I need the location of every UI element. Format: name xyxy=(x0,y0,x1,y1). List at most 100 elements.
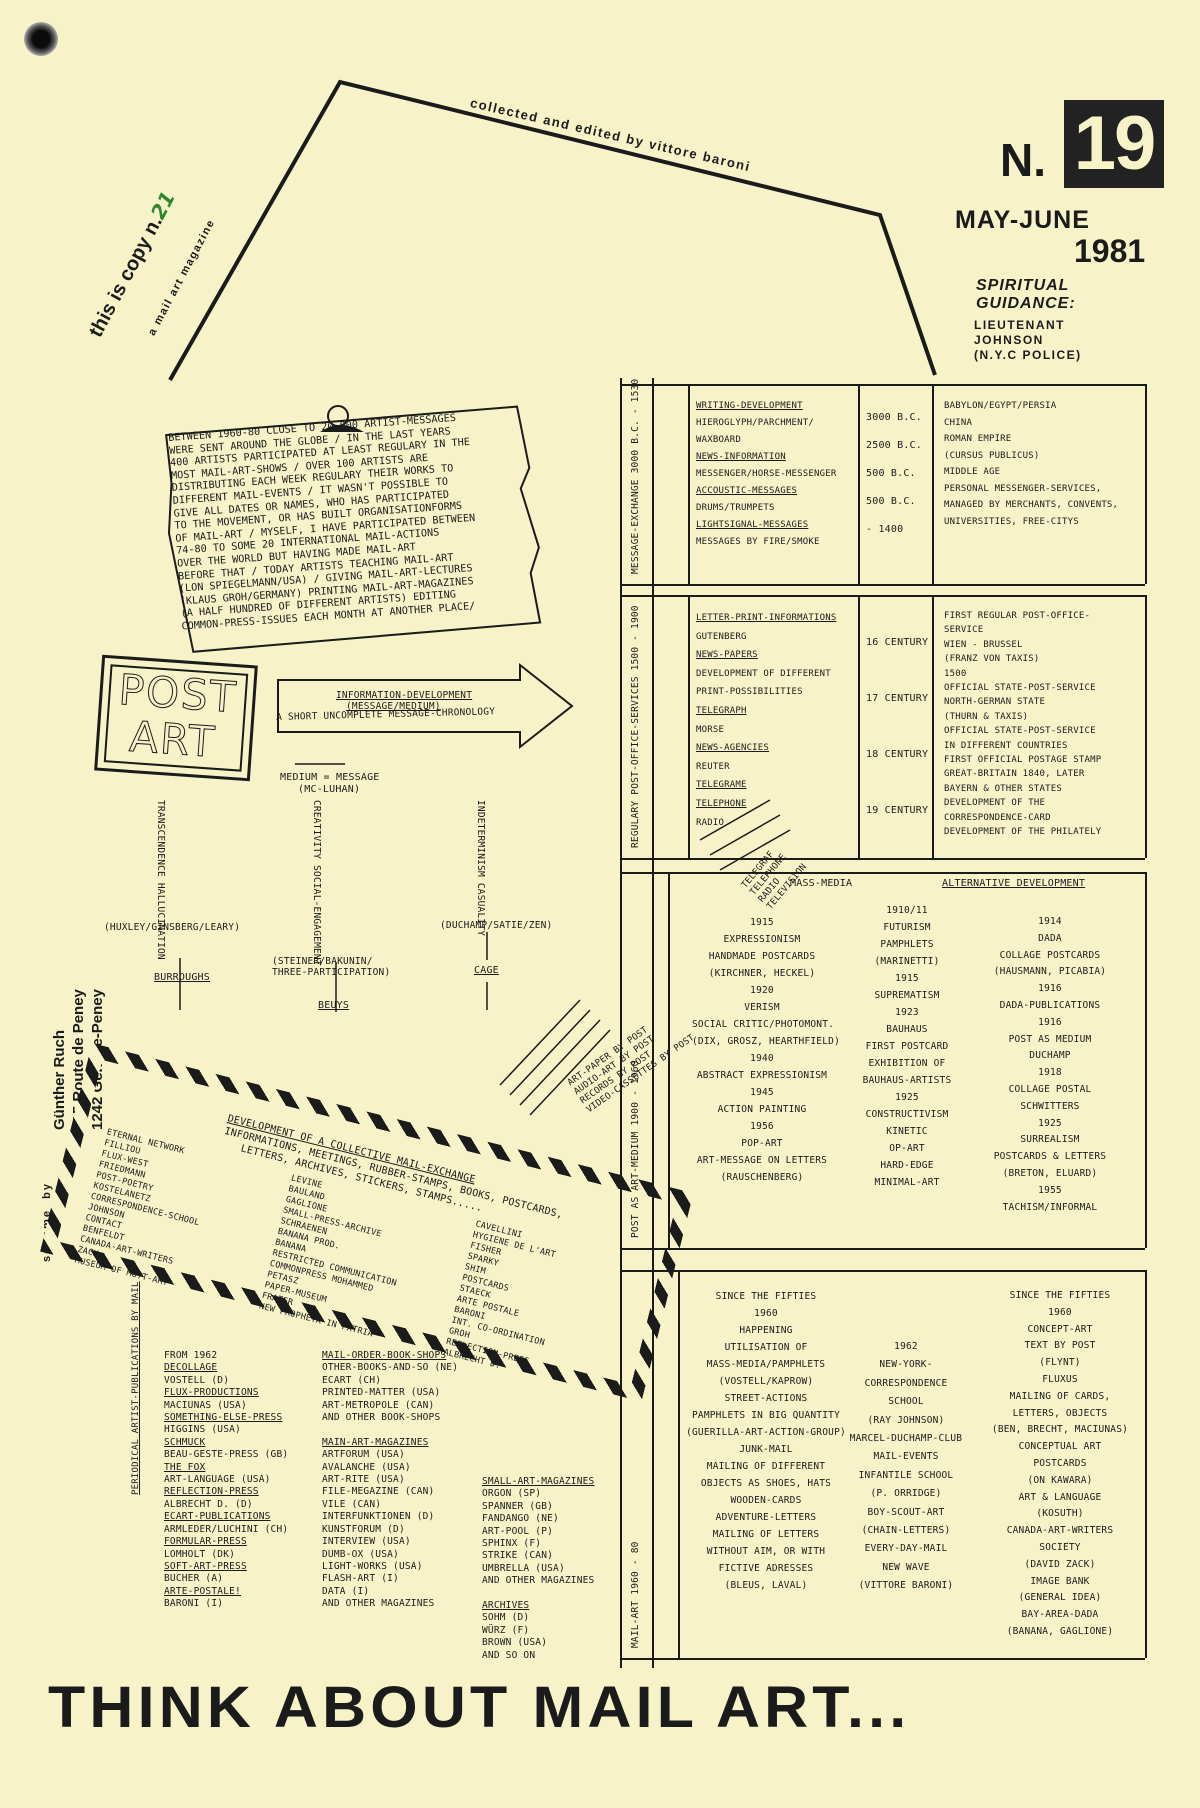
list-item: DUCHAMP xyxy=(1029,1050,1071,1062)
list-item: (FRANZ VON TAXIS) xyxy=(944,654,1040,665)
guide-line-3: (N.Y.C POLICE) xyxy=(974,348,1082,362)
list-item: BAUHAUS xyxy=(886,1024,928,1035)
list-item: 1960 xyxy=(1048,1306,1072,1318)
list-item: POSTCARDS & LETTERS xyxy=(993,1151,1107,1163)
list-item: OBJECTS AS SHOES, HATS xyxy=(700,1478,832,1489)
list-item: 3000 B.C. xyxy=(866,412,922,423)
col-rule xyxy=(678,1270,680,1658)
col-rule xyxy=(688,595,690,858)
list-item: REUTER xyxy=(696,761,730,772)
list-item: AND OTHER BOOK-SHOPS xyxy=(322,1412,441,1424)
list-item: ARCHIVES xyxy=(482,1600,530,1612)
list-item: HAPPENING xyxy=(739,1325,793,1336)
list-item: UMBRELLA (USA) xyxy=(482,1562,565,1574)
list-item: PRINT-POSSIBILITIES xyxy=(696,687,803,698)
list-item: GREAT-BRITAIN 1840, LATER xyxy=(944,769,1085,780)
list-item: POSTCARDS xyxy=(1033,1457,1087,1469)
list-item: 1915 xyxy=(750,917,774,928)
list-item: NORTH-GERMAN STATE xyxy=(944,697,1046,708)
list-item: CANADA-ART-WRITERS xyxy=(1006,1525,1114,1537)
list-item: BROWN (USA) xyxy=(482,1637,548,1649)
list-item: ACTION PAINTING xyxy=(717,1104,807,1115)
list-item: AVALANCHE (USA) xyxy=(322,1461,411,1473)
branch-1-names: (HUXLEY/GINSBERG/LEARY) xyxy=(104,922,241,933)
list-item: FIRST OFFICIAL POSTAGE STAMP xyxy=(944,755,1102,766)
list-item: MAILING OF CARDS, xyxy=(1009,1390,1111,1402)
list-item: NEW WAVE xyxy=(882,1561,930,1573)
list-item: (FLYNT) xyxy=(1039,1357,1081,1369)
list-item: 1920 xyxy=(750,985,774,996)
arrow-top-label: INFORMATION-DEVELOPMENT (MESSAGE/MEDIUM) xyxy=(336,690,472,712)
list-item: OTHER-BOOKS-AND-SO (NE) xyxy=(322,1362,459,1374)
list-item: CONSTRUCTIVISM xyxy=(865,1109,949,1120)
list-item: ABSTRACT EXPRESSIONISM xyxy=(696,1070,828,1081)
list-item: (CHAIN-LETTERS) xyxy=(861,1525,951,1537)
list-item: FLASH-ART (I) xyxy=(322,1573,399,1585)
list-item: ALBRECHT D. (D) xyxy=(164,1498,253,1510)
branch-1-end: BURROUGHS xyxy=(154,972,210,983)
list-item: VERISM xyxy=(744,1002,780,1013)
list-item: 1955 xyxy=(1038,1184,1062,1196)
list-item: HARD-EDGE xyxy=(880,1160,934,1171)
list-item: DRUMS/TRUMPETS xyxy=(696,503,775,513)
list-item: (BLEUS, LAVAL) xyxy=(724,1580,808,1591)
list-item: FIRST POSTCARD xyxy=(865,1041,949,1052)
list-item: 1918 xyxy=(1038,1067,1062,1079)
medium-equals-message: MEDIUM = MESSAGE xyxy=(280,772,380,783)
list-item: BEAU-GESTE-PRESS (GB) xyxy=(164,1449,289,1461)
list-item: ECART (CH) xyxy=(322,1374,382,1386)
list-item: UNIVERSITIES, FREE-CITYS xyxy=(944,516,1079,527)
list-item: 19 CENTURY xyxy=(866,805,929,816)
list-item: LIGHTSIGNAL-MESSAGES xyxy=(696,520,809,530)
branch-2-label: CREATIVITY SOCIAL-ENGAGEMENT xyxy=(311,800,322,966)
list-item: SOFT-ART-PRESS xyxy=(164,1560,247,1572)
list-item: DEVELOPMENT OF DIFFERENT xyxy=(696,668,831,679)
list-item: POST AS MEDIUM xyxy=(1008,1033,1092,1045)
list-item: (ON KAWARA) xyxy=(1027,1474,1093,1486)
list-item: MARCEL-DUCHAMP-CLUB xyxy=(849,1433,963,1445)
list-item: WITHOUT AIM, OR WITH xyxy=(706,1546,826,1557)
row-label: POST AS ART-MEDIUM 1900 - 1960 xyxy=(630,1060,641,1238)
list-item: ARTE-POSTALE! xyxy=(164,1585,241,1597)
list-item: MASS-MEDIA/PAMPHLETS xyxy=(706,1359,826,1370)
list-item: DECOLLAGE xyxy=(164,1362,218,1374)
list-item: ORGON (SP) xyxy=(482,1488,542,1500)
issue-year: 1981 xyxy=(1074,233,1146,269)
info-development: INFORMATION-DEVELOPMENT xyxy=(336,690,473,701)
row-label: REGULARY POST-OFFICE-SERVICES 1500 - 190… xyxy=(630,605,641,848)
list-item: MACIUNAS (USA) xyxy=(164,1399,247,1411)
list-item: TELEPHONE xyxy=(696,798,747,809)
col-rule xyxy=(858,595,860,858)
row-label: MESSAGE-EXCHANGE 3000 B.C. - 1530 xyxy=(630,378,641,574)
list-item: OFFICIAL STATE-POST-SERVICE xyxy=(944,683,1096,694)
col-rule xyxy=(1145,1270,1147,1658)
list-item: SCHMUCK xyxy=(164,1436,206,1448)
col-rule xyxy=(688,384,690,584)
list-item: SOCIETY xyxy=(1039,1541,1081,1553)
footer-slogan: THINK ABOUT MAIL ART... xyxy=(48,1675,911,1740)
list-item: DEVELOPMENT OF THE PHILATELY xyxy=(944,827,1102,838)
list-item: SPHINX (F) xyxy=(482,1538,542,1550)
list-item: VOSTELL (D) xyxy=(164,1374,230,1386)
list-item: OP-ART xyxy=(889,1143,925,1154)
list-item: UTILISATION OF xyxy=(724,1342,808,1353)
list-item: INTERFUNKTIONEN (D) xyxy=(322,1511,435,1523)
list-item: TELEGRAPH xyxy=(696,705,747,716)
list-item: FICTIVE ADRESSES xyxy=(718,1563,814,1574)
row-top-rule xyxy=(620,384,1145,386)
row-dates-column: 3000 B.C.2500 B.C.500 B.C.500 B.C.- 1400 xyxy=(866,404,922,544)
list-item: SINCE THE FIFTIES xyxy=(715,1291,817,1302)
list-item: 1945 xyxy=(750,1087,774,1098)
list-item: MAIL-EVENTS xyxy=(873,1451,939,1463)
list-item: (VOSTELL/KAPROW) xyxy=(718,1376,814,1387)
list-item: 500 B.C. xyxy=(866,496,916,507)
list-item: MAIL-ORDER-BOOK-SHOPS xyxy=(322,1350,447,1361)
list-item: MESSENGER/HORSE-MESSENGER xyxy=(696,469,837,479)
list-item: WOODEN-CARDS xyxy=(730,1495,802,1506)
